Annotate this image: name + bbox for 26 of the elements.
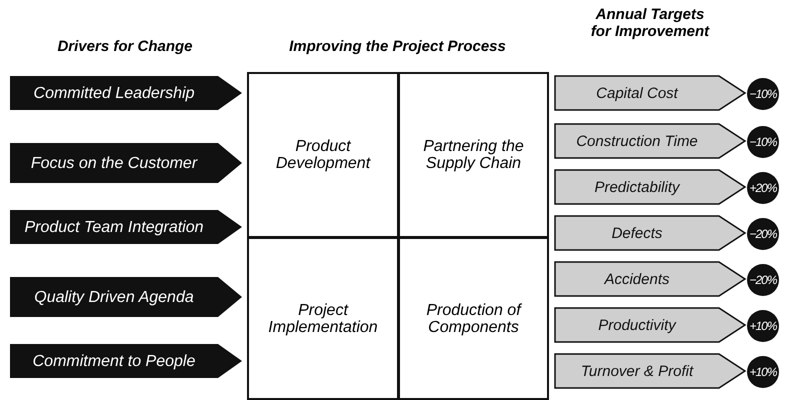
- column-heading: Annual Targets for Improvement: [590, 6, 710, 40]
- process-cell: Partnering the Supply Chain: [398, 72, 549, 238]
- process-cell: Production of Components: [398, 237, 549, 400]
- target-banner: Defects: [555, 216, 745, 250]
- column-heading: Drivers for Change: [56, 38, 194, 55]
- target-banner: Predictability: [555, 170, 745, 204]
- column-heading: Improving the Project Process: [288, 38, 507, 55]
- process-cell: Project Implementation: [247, 237, 399, 400]
- driver-banner: Commitment to People: [10, 344, 242, 378]
- target-banner: Turnover & Profit: [555, 354, 745, 388]
- value-circle: −20%: [747, 218, 779, 250]
- target-banner: Construction Time: [555, 124, 745, 158]
- driver-banner: Product Team Integration: [10, 210, 242, 244]
- process-cell: Product Development: [247, 72, 399, 238]
- value-circle: −20%: [747, 264, 779, 296]
- target-banner: Capital Cost: [555, 76, 745, 110]
- value-circle: +20%: [747, 172, 779, 204]
- value-circle: −10%: [747, 126, 779, 158]
- value-circle: +10%: [747, 310, 779, 342]
- driver-banner: Committed Leadership: [10, 76, 242, 110]
- target-banner: Accidents: [555, 262, 745, 296]
- value-circle: −10%: [747, 78, 779, 110]
- driver-banner: Focus on the Customer: [10, 143, 242, 183]
- driver-banner: Quality Driven Agenda: [10, 277, 242, 317]
- value-circle: +10%: [747, 356, 779, 388]
- target-banner: Productivity: [555, 308, 745, 342]
